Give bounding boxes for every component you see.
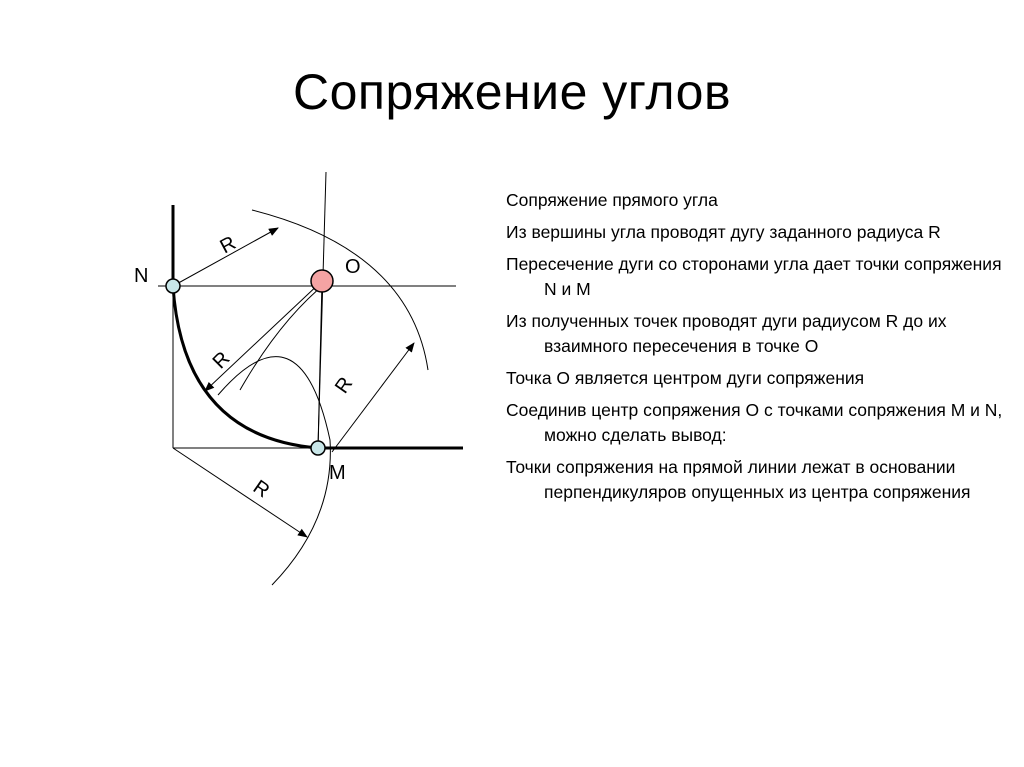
label-r-top: R [216, 232, 239, 258]
radius-arrow-m [331, 342, 415, 453]
arc-from-vertex [217, 356, 331, 586]
point-m [310, 440, 326, 456]
radius-arrow-diagonal [172, 447, 308, 538]
label-n: N [134, 265, 148, 287]
step-item: Точка O является центром дуги сопряжения [506, 368, 865, 388]
slide-title: Сопряжение углов [292, 64, 732, 120]
arc-construct [239, 281, 328, 391]
label-m: M [329, 462, 346, 484]
label-r-diagonal: R [209, 347, 235, 373]
label-r-right: R [331, 373, 357, 397]
label-o: O [345, 256, 361, 278]
step-item: Точки сопряжения на прямой линии лежат в… [506, 457, 971, 502]
step-item: Из вершины угла проводят дугу заданного … [506, 222, 941, 242]
radius-arrow-n [172, 227, 279, 287]
label-r-bottom: R [249, 476, 273, 502]
step-item: Соединив центр сопряжения O с точками со… [506, 400, 1003, 445]
point-n [165, 278, 181, 294]
conjugation-arc [171, 285, 319, 450]
arc-from-n [251, 209, 429, 371]
construction-steps-list: Сопряжение прямого угла Из вершины угла … [506, 188, 1006, 512]
step-item: Из полученных точек проводят дуги радиус… [506, 311, 947, 356]
radius-o-to-n [204, 280, 323, 392]
step-item: Пересечение дуги со сторонами угла дает … [506, 254, 1002, 299]
point-o [310, 269, 334, 293]
radius-o-to-m [317, 280, 323, 449]
step-item: Сопряжение прямого угла [506, 190, 718, 210]
